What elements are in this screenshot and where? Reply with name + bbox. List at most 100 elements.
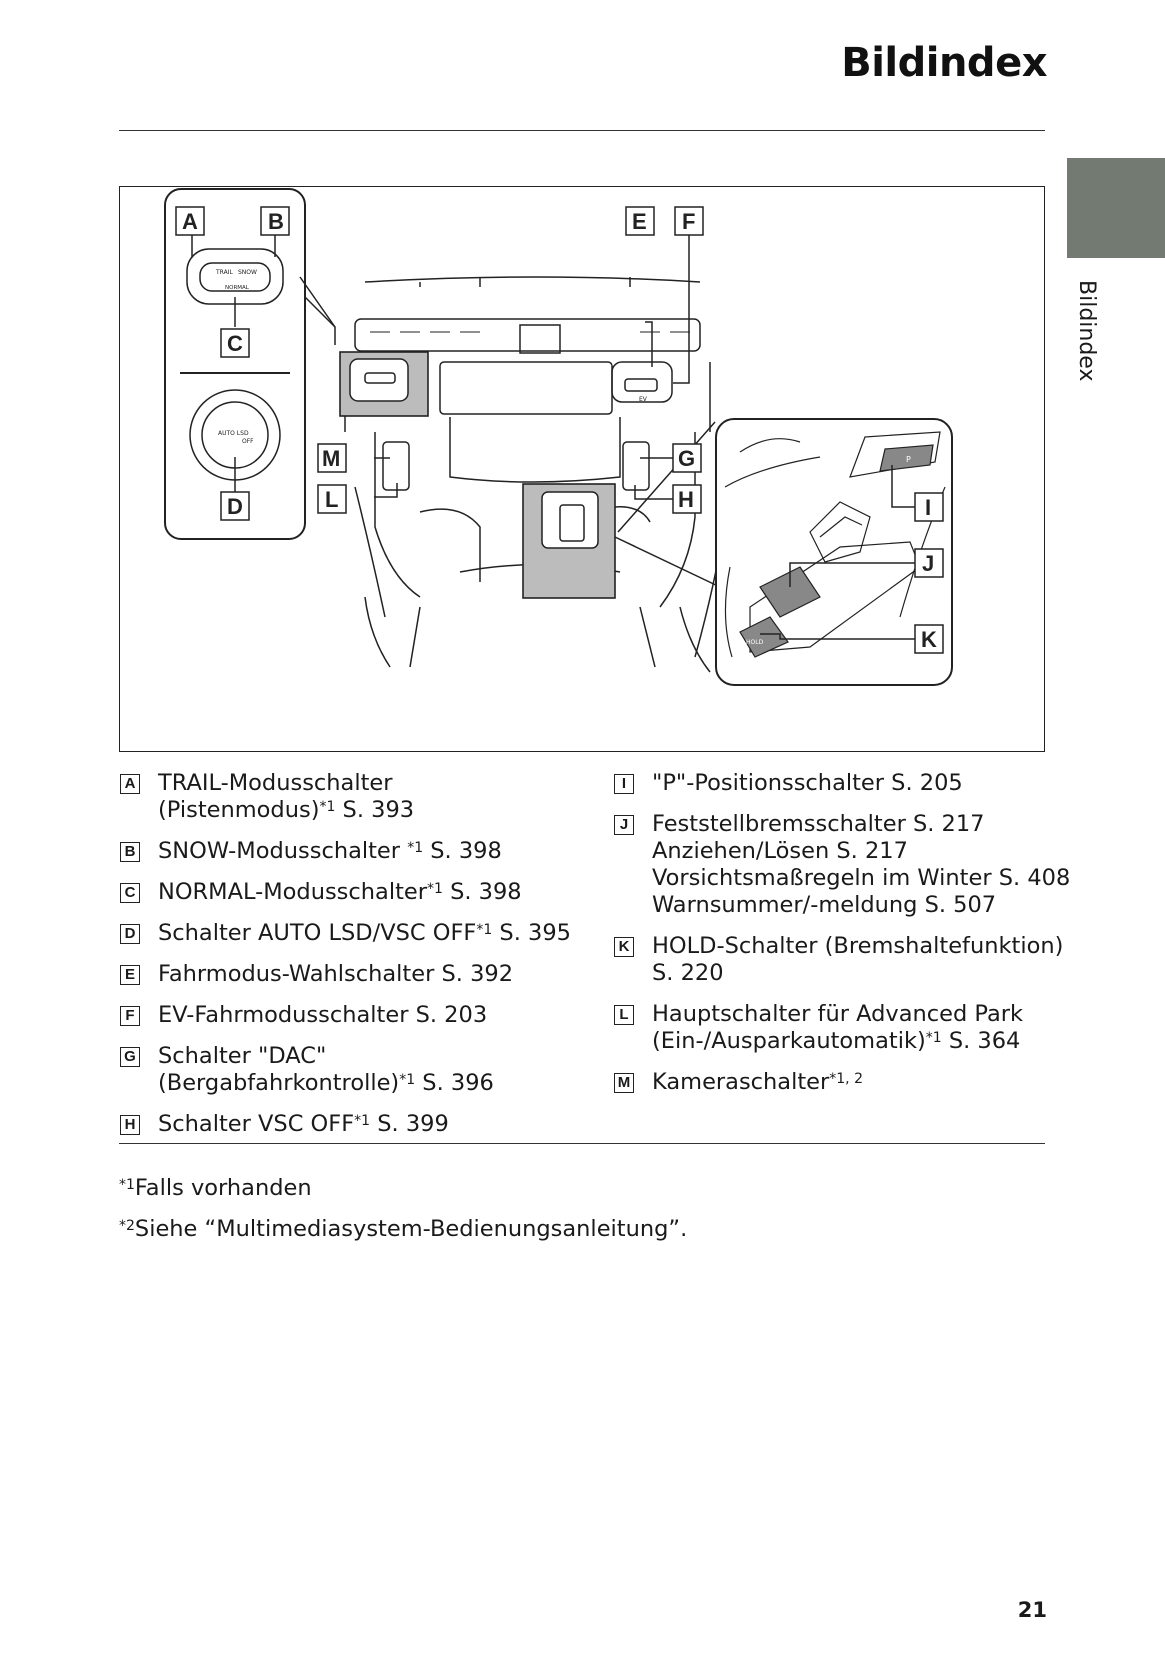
callout-E: E bbox=[625, 206, 655, 236]
footnote-ref: *1 bbox=[399, 1072, 416, 1088]
callout-C: C bbox=[220, 328, 250, 358]
legend-text-part: S. 398 bbox=[442, 879, 522, 905]
footnotes: *1Falls vorhanden *2Siehe “Multimediasyst… bbox=[119, 1175, 687, 1257]
legend-text-part: S. 396 bbox=[415, 1070, 494, 1096]
legend-item-k: K HOLD-Schalter (Bremshaltefunktion)S. 22… bbox=[614, 933, 1063, 987]
page-number: 21 bbox=[1017, 1598, 1047, 1622]
footnote-ref: *1 bbox=[319, 799, 336, 815]
svg-text:B: B bbox=[268, 209, 284, 234]
legend-key-m: M bbox=[614, 1073, 634, 1093]
legend-text-part: (Pistenmodus) bbox=[158, 797, 320, 823]
svg-text:EV: EV bbox=[639, 396, 648, 403]
legend-text-part: EV-Fahrmodusschalter S. 203 bbox=[158, 1002, 488, 1028]
legend-text: Schalter VSC OFF*1 S. 399 bbox=[158, 1111, 590, 1138]
legend-key-e: E bbox=[120, 965, 140, 985]
callout-M: M bbox=[317, 443, 347, 473]
legend-text-part: S. 393 bbox=[335, 797, 415, 823]
callout-H: H bbox=[672, 484, 702, 514]
legend-key-f: F bbox=[120, 1006, 140, 1026]
svg-text:AUTO LSD: AUTO LSD bbox=[218, 430, 249, 437]
svg-text:A: A bbox=[182, 209, 198, 234]
svg-text:I: I bbox=[925, 495, 931, 520]
legend-text-part: S. 395 bbox=[492, 920, 571, 946]
dashboard-drawing bbox=[344, 276, 731, 673]
dashboard-illustration: TRAIL SNOW NORMAL AUTO LSD OFF EV bbox=[119, 186, 1045, 752]
callout-B: B bbox=[260, 206, 290, 236]
legend-key-k: K bbox=[614, 937, 634, 957]
callout-K: K bbox=[914, 624, 944, 654]
legend-text: Schalter "DAC" bbox=[158, 1043, 590, 1070]
footnote-1: *1Falls vorhanden bbox=[119, 1175, 687, 1202]
legend-text: (Bergabfahrkontrolle)*1 S. 396 bbox=[158, 1070, 590, 1097]
ev-switch-drawing bbox=[611, 361, 673, 403]
legend-text: Kameraschalter*1, 2 bbox=[652, 1069, 1054, 1096]
legend-key-d: D bbox=[120, 924, 140, 944]
legend-text: Hauptschalter für Advanced Park bbox=[652, 1001, 1054, 1028]
legend-key-j: J bbox=[614, 815, 634, 835]
footnote-ref: *1, 2 bbox=[829, 1071, 863, 1087]
svg-text:P: P bbox=[906, 455, 911, 464]
svg-text:H: H bbox=[678, 487, 694, 512]
legend-key-g: G bbox=[120, 1047, 140, 1067]
legend-text-part: Hauptschalter für Advanced Park bbox=[652, 1001, 1024, 1027]
mode-switch-inset bbox=[164, 188, 306, 540]
callout-J: J bbox=[914, 548, 944, 578]
svg-text:OFF: OFF bbox=[242, 438, 254, 445]
legend-text-part: Kameraschalter bbox=[652, 1069, 830, 1095]
footnote-mark: *2 bbox=[119, 1218, 135, 1234]
legend-text: Schalter AUTO LSD/VSC OFF*1 S. 395 bbox=[158, 920, 590, 947]
legend-text-part: HOLD-Schalter (Bremshaltefunktion) bbox=[652, 933, 1064, 959]
footnote-mark: *1 bbox=[119, 1177, 135, 1193]
svg-text:TRAIL: TRAIL bbox=[215, 269, 233, 276]
svg-text:D: D bbox=[227, 494, 243, 519]
page-title: Bildindex bbox=[841, 40, 1047, 86]
svg-text:SNOW: SNOW bbox=[238, 269, 257, 276]
legend-item-d: D Schalter AUTO LSD/VSC OFF*1 S. 395 bbox=[120, 920, 590, 947]
svg-text:L: L bbox=[325, 487, 338, 512]
legend-text-part: NORMAL-Modusschalter bbox=[158, 879, 427, 905]
legend-text: NORMAL-Modusschalter*1 S. 398 bbox=[158, 879, 590, 906]
legend-text: Fahrmodus-Wahlschalter S. 392 bbox=[158, 961, 590, 988]
svg-text:NORMAL: NORMAL bbox=[225, 285, 250, 291]
svg-text:HOLD: HOLD bbox=[746, 639, 764, 646]
legend-item-l: L Hauptschalter für Advanced Park(Ein-/Au… bbox=[614, 1001, 1054, 1055]
svg-text:E: E bbox=[632, 209, 647, 234]
camera-park-switches bbox=[382, 441, 410, 491]
legend-item-i: I "P"-Positionsschalter S. 205 bbox=[614, 770, 1054, 797]
section-tab-label: Bildindex bbox=[1074, 280, 1099, 382]
legend-text: S. 220 bbox=[652, 960, 1054, 987]
footnote-text: Siehe “Multimediasystem-Bedienungsanleit… bbox=[134, 1216, 688, 1242]
legend-text-part: (Bergabfahrkontrolle) bbox=[158, 1070, 400, 1096]
legend-text-part: (Ein-/Ausparkautomatik) bbox=[652, 1028, 926, 1054]
footnote-ref: *1 bbox=[925, 1030, 942, 1046]
legend-key-b: B bbox=[120, 842, 140, 862]
legend-text: (Ein-/Ausparkautomatik)*1 S. 364 bbox=[652, 1028, 1054, 1055]
section-tab bbox=[1067, 158, 1165, 258]
svg-text:K: K bbox=[921, 627, 937, 652]
legend-text: TRAIL-Modusschalter bbox=[158, 770, 590, 797]
legend-text: EV-Fahrmodusschalter S. 203 bbox=[158, 1002, 590, 1029]
callout-G: G bbox=[672, 443, 702, 473]
legend-text-part: Feststellbremsschalter S. 217 bbox=[652, 811, 985, 837]
legend-item-f: F EV-Fahrmodusschalter S. 203 bbox=[120, 1002, 590, 1029]
legend-text-part: S. 364 bbox=[941, 1028, 1021, 1054]
legend-text: "P"-Positionsschalter S. 205 bbox=[652, 770, 1054, 797]
legend-key-l: L bbox=[614, 1005, 634, 1025]
legend-item-e: E Fahrmodus-Wahlschalter S. 392 bbox=[120, 961, 590, 988]
title-divider bbox=[119, 130, 1045, 131]
dac-vsc-switches bbox=[622, 441, 650, 491]
console-inset bbox=[715, 418, 953, 686]
legend-text-part: S. 399 bbox=[370, 1111, 449, 1137]
legend-key-i: I bbox=[614, 774, 634, 794]
footnote-text: Falls vorhanden bbox=[134, 1175, 312, 1201]
footnote-ref: *1 bbox=[427, 881, 443, 897]
svg-text:G: G bbox=[678, 446, 695, 471]
legend-text-part: Anziehen/Lösen S. 217 bbox=[652, 838, 908, 864]
callout-F: F bbox=[674, 206, 704, 236]
svg-text:J: J bbox=[922, 551, 934, 576]
legend-text-part: Schalter "DAC" bbox=[158, 1043, 327, 1069]
legend-text-part: TRAIL-Modusschalter bbox=[158, 770, 393, 796]
